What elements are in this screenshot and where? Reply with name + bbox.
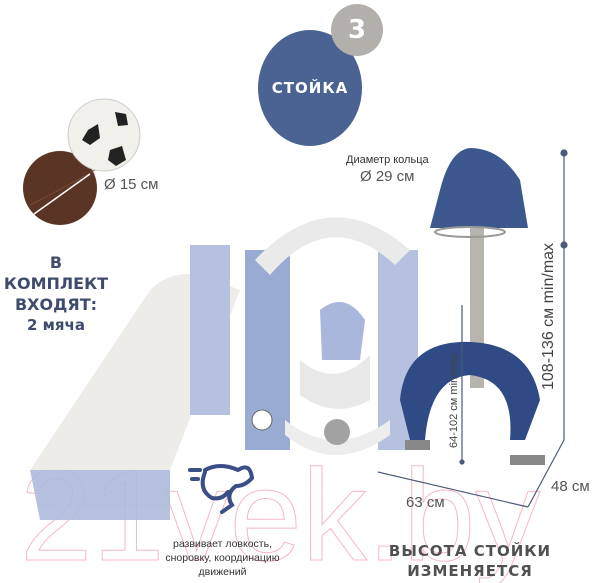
basketball-image <box>23 151 97 225</box>
ball-diameter: Ø 15 см <box>104 176 159 193</box>
depth-dimension: 48 см <box>551 478 590 495</box>
notice-line1: ВЫСОТА СТОЙКИ <box>388 542 552 560</box>
kit-line2: ВХОДЯТ: <box>14 295 97 314</box>
kit-line3: 2 мяча <box>27 316 85 334</box>
section-title: стойка <box>271 79 349 97</box>
feature-caption: развивает ловкость, сноровку, координаци… <box>165 538 280 578</box>
hoop-diameter: Ø 29 см <box>360 168 415 185</box>
kit-line1: В КОМПЛЕКТ <box>3 253 109 293</box>
basketball-stand-image <box>400 148 545 465</box>
dimension-lines <box>377 149 568 508</box>
hoop-diameter-label: Диаметр кольца <box>346 154 429 166</box>
playground-image <box>30 217 418 520</box>
notice-line2: ИЗМЕНЯЕТСЯ <box>407 562 533 580</box>
ring-height: 64-102 см min/max <box>448 353 460 448</box>
step-number-badge: 3 <box>331 4 383 56</box>
stand-height: 108-136 см min/max <box>540 242 557 390</box>
height-adjustable-notice: ВЫСОТА СТОЙКИ ИЗМЕНЯЕТСЯ <box>370 541 570 581</box>
soccer-ball-image <box>67 98 141 172</box>
width-dimension: 63 см <box>406 494 445 511</box>
kit-contents: В КОМПЛЕКТ ВХОДЯТ: 2 мяча <box>0 252 112 336</box>
